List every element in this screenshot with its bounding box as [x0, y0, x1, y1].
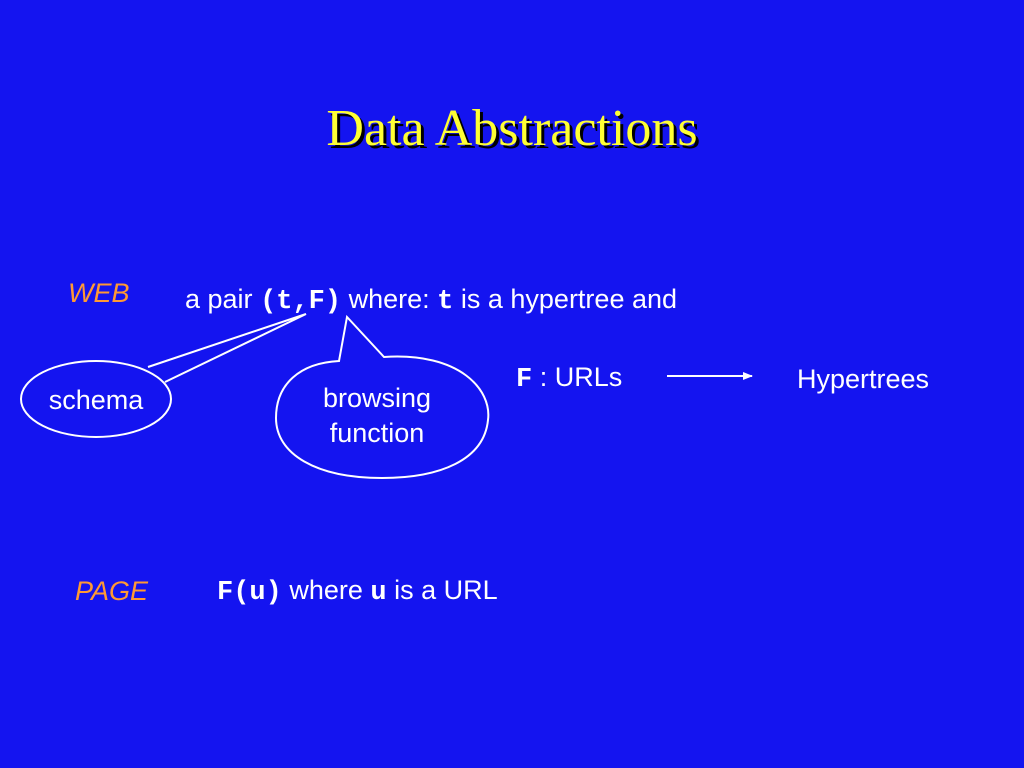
schema-callout-pointer — [147, 313, 307, 383]
text-is-url: is a URL — [394, 575, 498, 605]
page-label: PAGE — [75, 576, 149, 606]
schema-bubble — [20, 360, 172, 438]
schema-label: schema — [48, 385, 144, 415]
text-urls: : URLs — [539, 362, 623, 392]
code-t: t — [437, 287, 454, 317]
text-a-pair: a pair — [185, 284, 253, 314]
code-u: u — [370, 578, 387, 608]
page-definition-line: F(u) where u is a URL — [217, 577, 498, 607]
f-mapping-line: F : URLs — [516, 364, 622, 394]
code-pair-tF: (t,F) — [260, 287, 342, 317]
slide-title: Data Abstractions — [326, 100, 698, 157]
code-F: F — [516, 365, 533, 395]
code-Fu: F(u) — [217, 578, 282, 608]
text-where-page: where — [289, 575, 363, 605]
browsing-label-line2: function — [329, 418, 425, 449]
web-definition-line: a pair (t,F) where: t is a hypertree and — [185, 286, 677, 316]
browsing-function-label: browsing function — [282, 381, 472, 451]
text-where: where: — [348, 284, 430, 314]
web-label: WEB — [68, 278, 130, 308]
browsing-label-line1: browsing — [322, 383, 432, 413]
browsing-function-bubble — [274, 314, 490, 480]
text-hypertrees: Hypertrees — [797, 364, 930, 394]
text-is-hypertree: is a hypertree and — [460, 284, 678, 314]
